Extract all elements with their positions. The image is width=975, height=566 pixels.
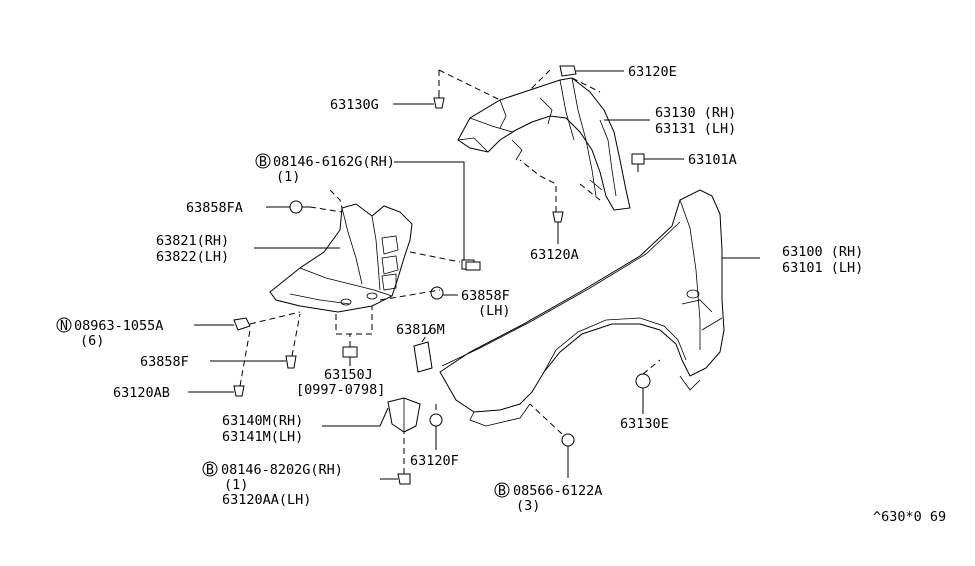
clip-63130E (635, 373, 651, 389)
bolt-08146-6162G (461, 259, 481, 271)
clip-63120F (429, 413, 443, 436)
dashed-guides (239, 69, 661, 474)
label-63120E: 63120E (628, 64, 677, 80)
label-63120AB: 63120AB (113, 385, 170, 401)
nut-marker: N (56, 317, 72, 334)
svg-text:B: B (206, 462, 214, 478)
label-63822: 63822(LH) (156, 249, 229, 265)
label-63130G: 63130G (330, 97, 379, 113)
label-08566: 08566-6122A (513, 483, 602, 499)
clip-63130G (433, 90, 445, 109)
bolt-63101A (631, 153, 645, 172)
clip-63120E (559, 65, 577, 77)
label-08566-qty: (3) (516, 498, 540, 514)
svg-text:N: N (60, 318, 68, 334)
fender-liner (457, 77, 631, 211)
label-63120A: 63120A (530, 247, 579, 263)
screw-08566 (561, 433, 575, 447)
label-63131: 63131 (LH) (655, 121, 736, 137)
screw-63120AB (233, 385, 245, 397)
bolt-marker-1: B (255, 153, 271, 170)
label-63816M: 63816M (396, 322, 445, 338)
label-08146-6162G: 08146-6162G(RH) (273, 154, 395, 170)
label-63130: 63130 (RH) (655, 105, 736, 121)
clip-63858F (285, 355, 297, 369)
bolt-marker-2: B (202, 461, 218, 478)
bolt-marker-3: B (494, 482, 510, 499)
bracket-63140M (387, 397, 421, 433)
label-08146-8202G-qty: (1) (224, 477, 248, 493)
label-63858F-lh-side: (LH) (478, 303, 511, 319)
label-63821: 63821(RH) (156, 233, 229, 249)
screw-63120A (552, 211, 564, 223)
label-63858FA: 63858FA (186, 200, 243, 216)
label-08963: 08963-1055A (74, 318, 163, 334)
clip-63858F-lh (430, 286, 444, 300)
label-63150J: 63150J (324, 367, 373, 383)
label-63100: 63100 (RH) (782, 244, 863, 260)
svg-text:B: B (259, 154, 267, 170)
label-08146-6162G-qty: (1) (276, 169, 300, 185)
label-63150J-range: [0997-0798] (296, 382, 385, 398)
clip-63858FA (289, 200, 310, 214)
bracket-63816M (413, 341, 433, 373)
bolt-08146-8202G (397, 473, 411, 485)
front-fender (439, 189, 725, 427)
label-63120AA: 63120AA(LH) (222, 492, 311, 508)
label-63858F: 63858F (140, 354, 189, 370)
label-08146-8202G: 08146-8202G(RH) (221, 462, 343, 478)
label-08963-qty: (6) (80, 333, 104, 349)
svg-text:B: B (498, 483, 506, 499)
label-63101A: 63101A (688, 152, 737, 168)
nut-08963 (233, 317, 251, 331)
splash-shield (269, 203, 413, 313)
diagram-code: ^630*0 69 (873, 509, 946, 525)
leader-lines (188, 70, 760, 480)
label-63858F-lh: 63858F (461, 288, 510, 304)
label-63140M: 63140M(RH) (222, 413, 303, 429)
label-63141M: 63141M(LH) (222, 429, 303, 445)
label-63130E: 63130E (620, 416, 669, 432)
label-63101: 63101 (LH) (782, 260, 863, 276)
label-63120F: 63120F (410, 453, 459, 469)
grommet-63150J (342, 346, 358, 358)
